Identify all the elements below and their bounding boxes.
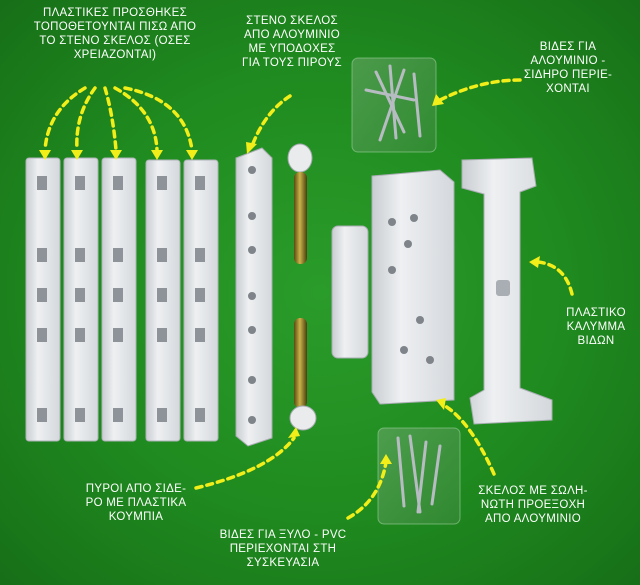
narrow-aluminium-leg [235,147,273,447]
label-plastic-additions: ΠΛΑΣΤΙΚΕΣ ΠΡΟΣΘΗΚΕΣ ΤΟΠΟΘΕΤΟΥΝΤΑΙ ΠΙΣΩ Α… [20,6,210,62]
arrow-to-strip-5 [123,86,194,152]
label-line: ΚΑΛΥΜΜΑ [566,321,626,333]
label-line: ΤΟ ΣΤΕΝΟ ΣΚΕΛΟΣ (ΟΣΕΣ [39,35,191,47]
aluminium-screw-bag [351,57,437,153]
label-line: ΧΡΕΙΑΖΟΝΤΑΙ) [73,49,157,61]
label-line: ΒΙΔΕΣ ΓΙΑ ΞΥΛΟ - PVC [219,529,347,541]
label-plastic-cover: ΠΛΑΣΤΙΚΟ ΚΑΛΥΜΜΑ ΒΙΔΩΝ [556,306,636,348]
plastic-strip [145,159,181,442]
label-line: ΑΠΟ ΑΛΟΥΜΙΝΙΟ [244,29,340,41]
arrow-to-narrow-leg [250,94,292,148]
arrow-to-cover [536,260,574,296]
label-line: ΡΟ ΜΕ ΠΛΑΣΤΙΚΑ [85,497,187,509]
label-line: ΑΛΟΥΜΙΝΙΟ - [530,55,606,67]
plastic-strip [63,157,99,442]
plastic-strip [101,157,137,442]
label-wood-screws: ΒΙΔΕΣ ΓΙΑ ΞΥΛΟ - PVC ΠΕΡΙΕΧΟΝΤΑΙ ΣΤΗ ΣΥΣ… [208,528,358,570]
plastic-strips [25,157,219,442]
iron-pins [287,143,317,431]
plastic-strip [25,157,61,442]
label-line: ΧΟΝΤΑΙ [546,83,590,95]
arrow-to-bottom-screws [346,460,388,520]
arrow-heads [39,94,540,464]
label-line: ΝΩΤΗ ΠΡΟΕΞΟΧΗ [480,499,586,511]
arrow-to-strip-1 [43,86,87,152]
tube-leg [331,169,455,405]
label-line: ΣΤΕΝΟ ΣΚΕΛΟΣ [246,15,338,27]
label-line: ΚΟΥΜΠΙΑ [108,511,164,523]
label-line: ΣΙΔΗΡΟ ΠΕΡΙΕ- [523,69,613,81]
arrow-to-tube-leg [440,402,496,476]
label-aluminium-screws: ΒΙΔΕΣ ΓΙΑ ΑΛΟΥΜΙΝΙΟ - ΣΙΔΗΡΟ ΠΕΡΙΕ- ΧΟΝΤ… [512,40,624,96]
plastic-screw-cover [461,157,553,425]
label-tube-leg: ΣΚΕΛΟΣ ΜΕ ΣΩΛΗ- ΝΩΤΗ ΠΡΟΕΞΟΧΗ ΑΠΟ ΑΛΟΥΜΙ… [468,484,598,526]
plastic-strip [183,159,219,442]
arrow-to-strip-2 [75,86,97,152]
arrow-to-pins [194,436,296,490]
arrow-to-strip-4 [113,86,159,152]
arrow-to-top-screws [438,78,522,102]
wood-screw-bag [377,427,461,525]
label-line: ΒΙΔΕΣ ΓΙΑ [539,41,597,53]
label-line: ΤΟΠΟΘΕΤΟΥΝΤΑΙ ΠΙΣΩ ΑΠΟ [33,21,197,33]
label-line: ΜΕ ΥΠΟΔΟΧΕΣ [248,43,336,55]
label-line: ΣΚΕΛΟΣ ΜΕ ΣΩΛΗ- [478,485,588,497]
label-line: ΒΙΔΩΝ [577,335,615,347]
label-line: ΓΙΑ ΤΟΥΣ ΠΙΡΟΥΣ [242,57,342,69]
label-iron-pins: ΠΥΡΟΙ ΑΠΟ ΣΙΔΕ- ΡΟ ΜΕ ΠΛΑΣΤΙΚΑ ΚΟΥΜΠΙΑ [80,482,192,524]
label-line: ΠΕΡΙΕΧΟΝΤΑΙ ΣΤΗ [229,543,337,555]
label-narrow-leg: ΣΤΕΝΟ ΣΚΕΛΟΣ ΑΠΟ ΑΛΟΥΜΙΝΙΟ ΜΕ ΥΠΟΔΟΧΕΣ Γ… [222,14,362,70]
label-line: ΠΛΑΣΤΙΚΕΣ ΠΡΟΣΘΗΚΕΣ [42,7,188,19]
label-line: ΠΛΑΣΤΙΚΟ [566,307,626,319]
yellow-arrows [43,78,574,520]
label-line: ΠΥΡΟΙ ΑΠΟ ΣΙΔΕ- [85,483,187,495]
label-line: ΣΥΣΚΕΥΑΣΙΑ [246,557,320,569]
label-line: ΑΠΟ ΑΛΟΥΜΙΝΙΟ [485,513,581,525]
arrow-to-strip-3 [103,86,118,152]
